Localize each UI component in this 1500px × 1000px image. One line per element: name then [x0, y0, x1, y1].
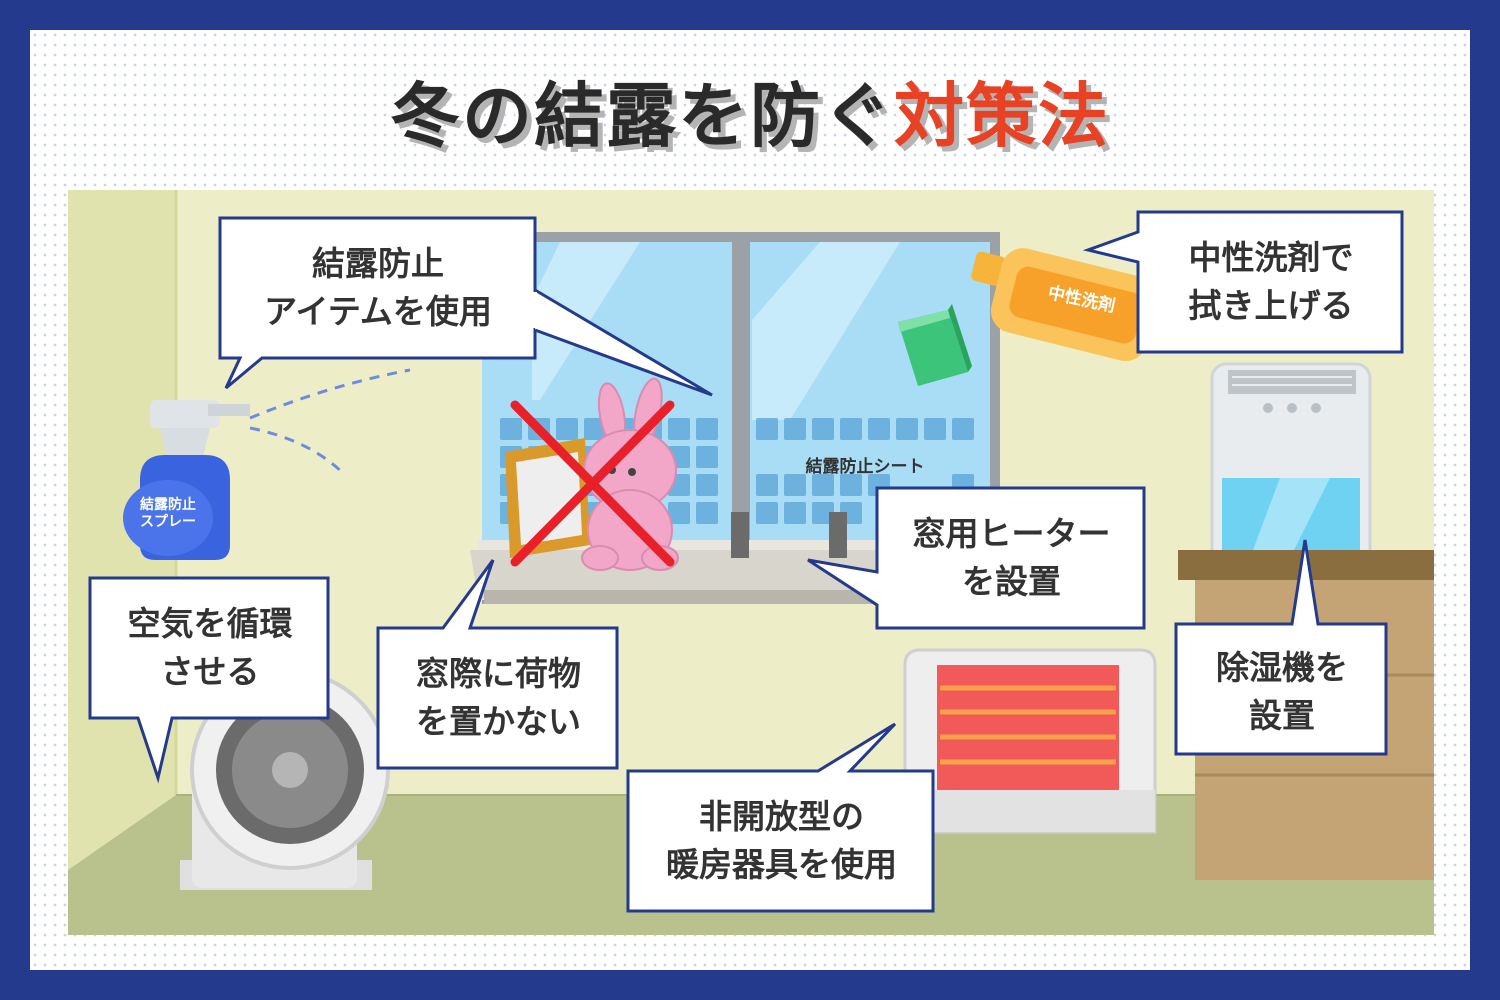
callout-text-dehumidifier: 除湿機を設置: [1216, 648, 1348, 735]
callout-text-neutral-detergent: 中性洗剤で拭き上げる: [1188, 238, 1354, 325]
callout-text-circulate-air: 空気を循環させる: [127, 604, 293, 691]
detergent-bottle-icon: [971, 248, 1158, 362]
title-main: 冬の結露を防ぐ: [390, 75, 894, 157]
callout-dehumidifier: [1174, 539, 1388, 756]
picture-frame-icon: [505, 438, 590, 558]
heater-icon: [903, 648, 1157, 834]
spray-bottle-label: 結露防止スプレー: [140, 497, 196, 530]
callout-neutral-detergent: [1082, 210, 1404, 354]
dehumidifier-icon: [1210, 362, 1372, 572]
sponge-icon: [898, 304, 972, 386]
callout-non-open-heater: [626, 722, 935, 913]
title-accent: 対策法: [894, 75, 1110, 157]
page-title: 冬の結露を防ぐ対策法: [0, 60, 1500, 161]
callout-circulate-air: [88, 576, 330, 784]
callout-text-anti-condensation-item: 結露防止アイテムを使用: [264, 244, 492, 331]
callout-text-non-open-heater: 非開放型の暖房器具を使用: [666, 797, 897, 884]
window-heater-left: [731, 512, 749, 558]
window-sheet-label: 結露防止シート: [805, 457, 925, 477]
cross-mark-icon: [510, 400, 675, 567]
callout-text-window-heater: 窓用ヒーターを設置: [912, 514, 1111, 601]
fan-icon: [180, 670, 390, 890]
callout-window-heater: [807, 486, 1146, 630]
callout-no-items-by-window: [376, 559, 619, 770]
window-heater-right: [829, 512, 847, 558]
callout-anti-condensation-item: [218, 216, 713, 397]
callout-text-no-items-by-window: 窓際に荷物を置かない: [416, 654, 581, 741]
spray-bottle-icon: [123, 368, 411, 560]
